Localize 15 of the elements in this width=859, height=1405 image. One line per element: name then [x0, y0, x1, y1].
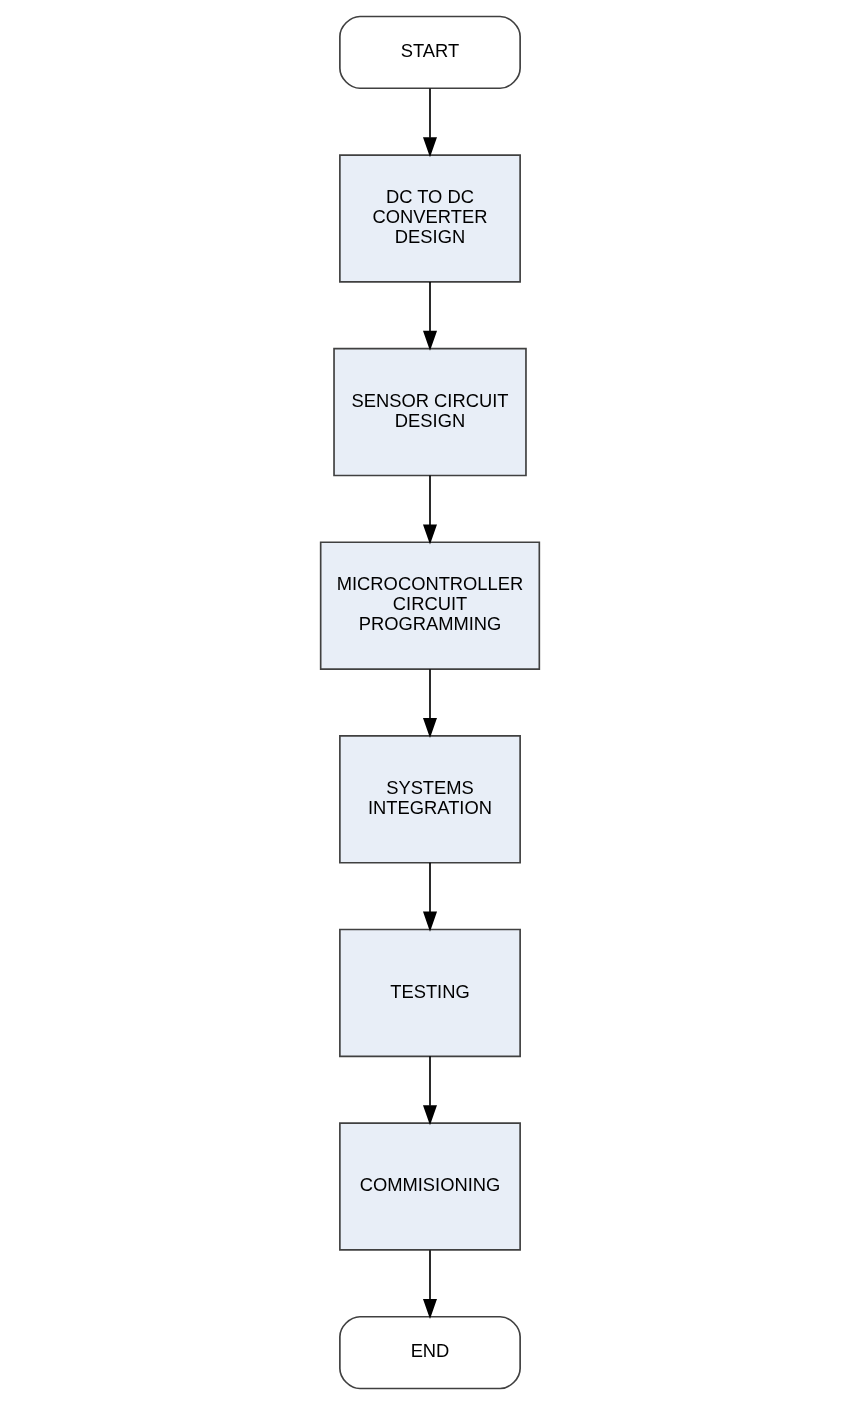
arrow	[422, 87, 437, 158]
arrow	[422, 1055, 437, 1126]
node-box: MICROCONTROLLER CIRCUIT PROGRAMMING	[319, 541, 540, 670]
arrow	[422, 474, 437, 545]
node-box: END	[338, 1315, 521, 1390]
node-box: SYSTEMS INTEGRATION	[338, 735, 521, 864]
arrow	[422, 668, 437, 739]
node-box: TESTING	[338, 928, 521, 1058]
node-box: COMMISIONING	[338, 1122, 521, 1251]
arrow	[422, 861, 437, 932]
node-box: START	[338, 15, 521, 90]
node-box: SENSOR CIRCUIT DESIGN	[332, 347, 527, 477]
arrow	[422, 281, 437, 351]
arrow	[422, 1249, 437, 1319]
node-box: DC TO DC CONVERTER DESIGN	[338, 154, 521, 283]
